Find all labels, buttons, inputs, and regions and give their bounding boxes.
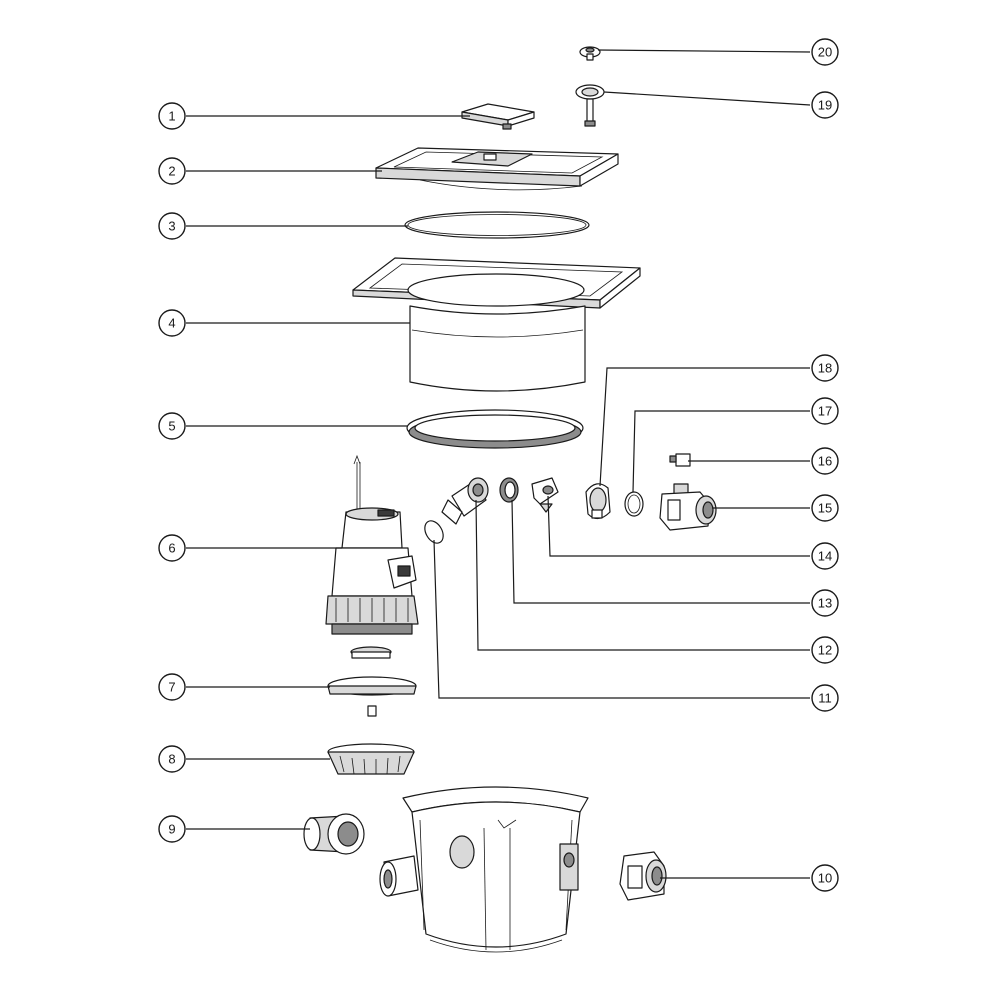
part-7-base-plate bbox=[327, 646, 417, 717]
part-3-ring-seal bbox=[404, 211, 590, 239]
callout-13-label: 13 bbox=[818, 596, 832, 611]
part-18-flange-collar bbox=[585, 483, 611, 520]
callout-3: 3 bbox=[158, 212, 186, 240]
callout-13: 13 bbox=[811, 589, 839, 617]
callout-11: 11 bbox=[811, 684, 839, 712]
callout-14-label: 14 bbox=[818, 549, 832, 564]
callout-19: 19 bbox=[811, 91, 839, 119]
part-9-pipe-adapter bbox=[303, 813, 365, 855]
callout-1: 1 bbox=[158, 102, 186, 130]
leader-19 bbox=[603, 91, 811, 106]
callout-10: 10 bbox=[811, 864, 839, 892]
callout-16: 16 bbox=[811, 447, 839, 475]
part-11-o-ring bbox=[424, 520, 444, 544]
callout-11-label: 11 bbox=[818, 691, 832, 706]
callout-16-label: 16 bbox=[818, 454, 832, 469]
part-4-riser-frame bbox=[352, 257, 641, 392]
callout-9: 9 bbox=[158, 815, 186, 843]
part-16-small-clip bbox=[669, 453, 691, 467]
callout-8: 8 bbox=[158, 745, 186, 773]
callout-12-label: 12 bbox=[818, 643, 832, 658]
callout-17-label: 17 bbox=[818, 404, 832, 419]
part-17-seal-ring bbox=[624, 491, 644, 517]
callout-8-label: 8 bbox=[168, 752, 175, 767]
callout-7: 7 bbox=[158, 673, 186, 701]
callout-17: 17 bbox=[811, 397, 839, 425]
leader-17 bbox=[632, 410, 810, 493]
callout-10-label: 10 bbox=[818, 871, 832, 886]
callout-4: 4 bbox=[158, 309, 186, 337]
part-14-clamp bbox=[531, 477, 559, 513]
part-6-pump-motor bbox=[325, 454, 419, 635]
leader-18 bbox=[599, 367, 810, 487]
part-1-lid-cap bbox=[461, 103, 535, 130]
basin-tank bbox=[379, 786, 589, 953]
part-5-gasket-ring bbox=[406, 409, 584, 449]
leader-12 bbox=[475, 499, 810, 651]
callout-4-label: 4 bbox=[168, 316, 175, 331]
callout-19-label: 19 bbox=[818, 98, 832, 113]
callout-3-label: 3 bbox=[168, 219, 175, 234]
leader-14 bbox=[547, 495, 810, 557]
callout-14: 14 bbox=[811, 542, 839, 570]
leader-lines bbox=[186, 49, 811, 879]
leader-13 bbox=[511, 499, 810, 604]
part-19-bolt-with-washer bbox=[575, 84, 605, 127]
part-15-valve-assembly bbox=[659, 483, 717, 531]
callout-7-label: 7 bbox=[168, 680, 175, 695]
leader-20 bbox=[597, 49, 811, 53]
callouts: 1 2 3 4 5 6 7 8 bbox=[158, 38, 839, 892]
callout-20: 20 bbox=[811, 38, 839, 66]
callout-5-label: 5 bbox=[168, 419, 175, 434]
part-10-check-valve-body bbox=[619, 851, 667, 901]
part-12-elbow-fitting bbox=[441, 477, 489, 525]
leader-11 bbox=[433, 539, 810, 699]
callout-20-label: 20 bbox=[818, 45, 832, 60]
callout-18-label: 18 bbox=[818, 361, 832, 376]
callout-6-label: 6 bbox=[168, 541, 175, 556]
callout-1-label: 1 bbox=[168, 109, 175, 124]
part-2-cover-plate bbox=[375, 147, 619, 191]
callout-5: 5 bbox=[158, 412, 186, 440]
callout-15-label: 15 bbox=[818, 501, 832, 516]
part-20-screw-cap bbox=[579, 46, 601, 61]
callout-2: 2 bbox=[158, 157, 186, 185]
part-8-intake-screen bbox=[327, 743, 415, 775]
callout-9-label: 9 bbox=[168, 822, 175, 837]
callout-6: 6 bbox=[158, 534, 186, 562]
callout-2-label: 2 bbox=[168, 164, 175, 179]
callout-18: 18 bbox=[811, 354, 839, 382]
callout-15: 15 bbox=[811, 494, 839, 522]
callout-12: 12 bbox=[811, 636, 839, 664]
part-13-washer bbox=[499, 477, 519, 503]
